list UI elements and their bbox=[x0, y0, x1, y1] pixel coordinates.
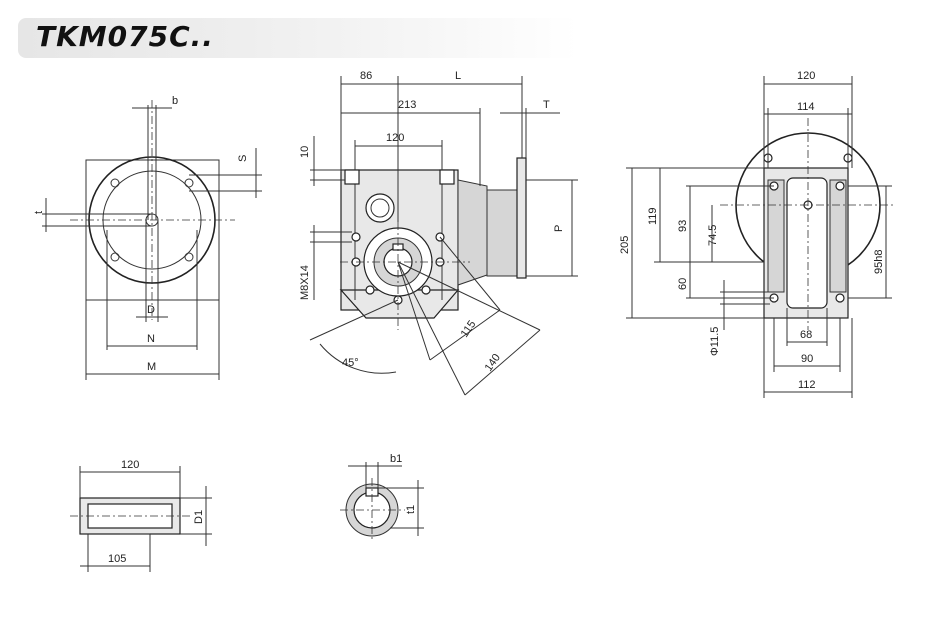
dim-b: b bbox=[172, 95, 178, 107]
dim-S: S bbox=[237, 155, 249, 162]
dim-10: 10 bbox=[299, 146, 311, 158]
dim-D1: D1 bbox=[193, 510, 205, 524]
dim-shaft-120: 120 bbox=[121, 459, 139, 471]
drawing-title: TKM075C.. bbox=[36, 20, 214, 53]
dim-140: 140 bbox=[483, 352, 503, 374]
dim-112: 112 bbox=[798, 379, 816, 391]
dim-90: 90 bbox=[801, 353, 813, 365]
dim-205: 205 bbox=[619, 236, 631, 254]
dim-45-degree: 45° bbox=[342, 357, 359, 369]
dim-120: 120 bbox=[386, 132, 404, 144]
title-bar bbox=[18, 18, 578, 58]
dim-119: 119 bbox=[647, 207, 659, 225]
dim-T: T bbox=[543, 99, 550, 111]
dim-115: 115 bbox=[459, 318, 479, 339]
dim-213: 213 bbox=[398, 99, 416, 111]
dim-M: M bbox=[147, 361, 156, 373]
dim-N: N bbox=[147, 333, 155, 345]
hollow-shaft-view: 120 D1 105 bbox=[70, 459, 212, 572]
flange-view: b S t D N M bbox=[33, 95, 262, 380]
keyway-section-view: b1 t1 bbox=[340, 453, 424, 542]
dim-74-5: 74.5 bbox=[707, 225, 719, 246]
dim-68: 68 bbox=[800, 329, 812, 341]
side-view: 120 114 205 119 93 74.5 60 95h8 Φ11.5 bbox=[619, 70, 895, 398]
dim-60: 60 bbox=[677, 278, 689, 290]
dim-P: P bbox=[553, 225, 565, 232]
dim-120-right: 120 bbox=[797, 70, 815, 82]
dim-L: L bbox=[455, 70, 461, 82]
dim-t1: t1 bbox=[405, 505, 417, 514]
dim-D: D bbox=[147, 304, 155, 316]
dim-95h8: 95h8 bbox=[873, 250, 885, 274]
dim-105: 105 bbox=[108, 553, 126, 565]
dim-86: 86 bbox=[360, 70, 372, 82]
dim-M8X14: M8X14 bbox=[299, 265, 311, 300]
dim-93: 93 bbox=[677, 220, 689, 232]
dim-b1: b1 bbox=[390, 453, 402, 465]
front-view: 86 L 213 T 120 10 M8X14 P 115 140 bbox=[299, 70, 578, 396]
dim-114: 114 bbox=[797, 101, 815, 113]
dim-hole-diameter: Φ11.5 bbox=[709, 327, 721, 356]
dim-t: t bbox=[33, 211, 45, 214]
